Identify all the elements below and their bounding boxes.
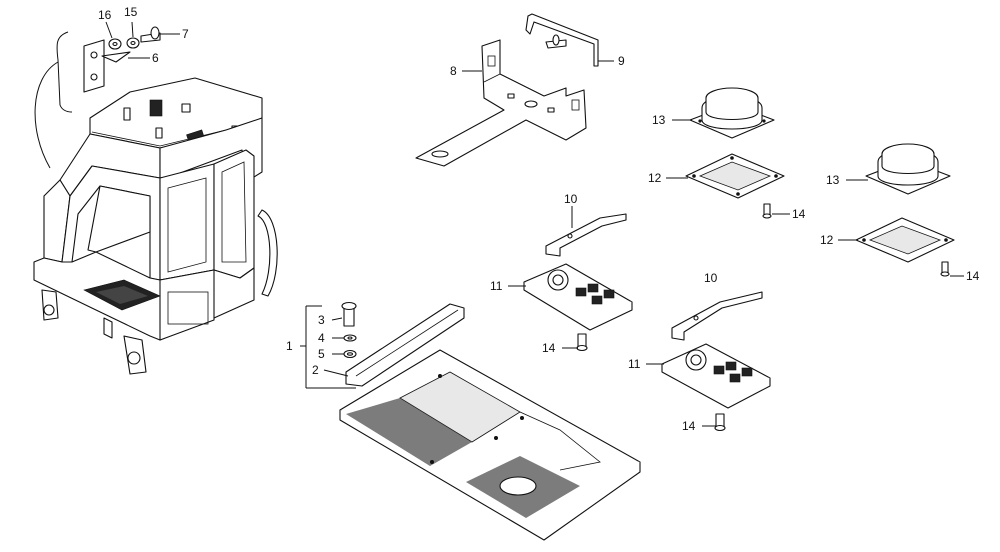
mounting-bracket: [415, 39, 587, 167]
trim-profile: [345, 303, 465, 387]
callout-1: 1: [286, 339, 293, 353]
callout-14: 14: [682, 419, 696, 433]
floor-plate: [339, 349, 641, 541]
mount-plate: [83, 39, 105, 93]
switch-panel-screw-upper: [576, 333, 588, 352]
leader-lines: [105, 21, 964, 427]
callout-10: 10: [704, 271, 718, 285]
switch-panel-upper: [523, 263, 633, 331]
callout-11: 11: [628, 357, 641, 371]
fasteners-set: [341, 301, 357, 359]
cab-assembly: [33, 31, 278, 375]
callout-14: 14: [542, 341, 556, 355]
callout-13: 13: [652, 113, 666, 127]
callout-14: 14: [966, 269, 980, 283]
speaker-frame-left: [685, 153, 785, 199]
callout-3: 3: [318, 313, 325, 327]
callout-15: 15: [124, 5, 138, 19]
callout-11: 11: [490, 279, 503, 293]
callout-labels: 16 15 7 6 8 9 13 12 13 14 12 14 10 11 14…: [98, 5, 980, 433]
callout-10: 10: [564, 192, 578, 206]
speaker-right: [865, 143, 951, 195]
switch-panel-screw-lower: [714, 413, 726, 432]
callout-13: 13: [826, 173, 840, 187]
speaker-left: [689, 87, 775, 139]
callout-4: 4: [318, 331, 325, 345]
callout-12: 12: [648, 171, 662, 185]
roof-vent-icon: [149, 99, 163, 117]
callout-5: 5: [318, 347, 325, 361]
mounting-clamp: [525, 13, 599, 67]
callout-7: 7: [182, 27, 189, 41]
callout-12: 12: [820, 233, 834, 247]
switch-bracket-lower: [671, 291, 763, 341]
switch-panel-lower: [661, 343, 771, 409]
callout-6: 6: [152, 51, 159, 65]
callout-2: 2: [312, 363, 319, 377]
cab-mount-detail: [83, 26, 161, 93]
callout-8: 8: [450, 64, 457, 78]
callout-16: 16: [98, 8, 112, 22]
callout-9: 9: [618, 54, 625, 68]
speaker-frame-right: [855, 217, 955, 263]
switch-bracket-upper: [545, 213, 627, 257]
speaker-screws: [762, 203, 950, 277]
callout-14: 14: [792, 207, 806, 221]
